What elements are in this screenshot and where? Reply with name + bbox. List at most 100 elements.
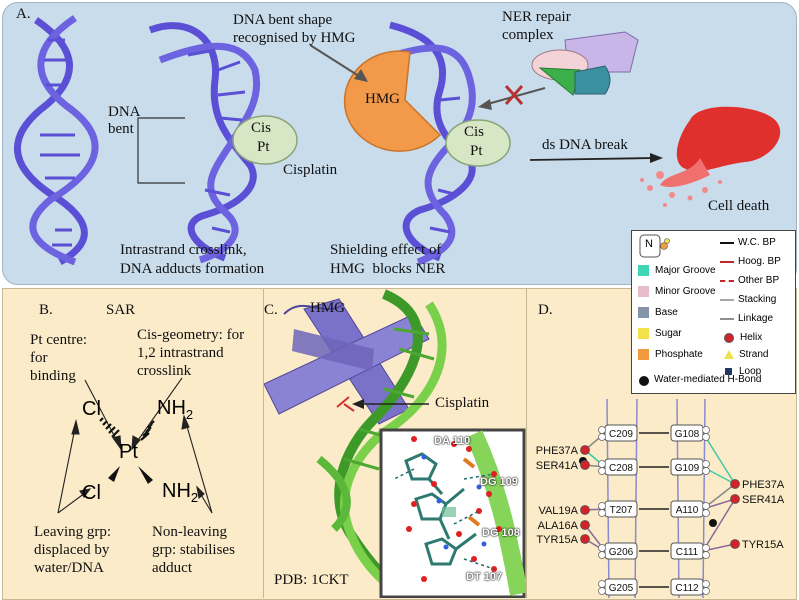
legend-line-item: Stacking — [720, 294, 776, 308]
residue-link — [702, 498, 736, 552]
hmg-label-c: HMG — [310, 300, 346, 316]
legend-fill-label: Sugar — [655, 328, 682, 339]
residue-label-left: TYR15A — [536, 534, 578, 546]
legend-line-item: W.C. BP — [720, 237, 776, 251]
nh-top-sub: 2 — [185, 407, 194, 422]
nucleotide-phosphate — [702, 580, 710, 588]
residue-label-right: PHE37A — [742, 479, 785, 491]
legend-swatch — [638, 328, 649, 339]
nucleotide-node — [604, 500, 638, 518]
inset-structure — [393, 430, 526, 596]
hmg-recognised-label: DNA bent shape recognised by HMG — [233, 12, 356, 46]
legend-swatch — [638, 349, 649, 360]
nucleotide-sugar — [702, 433, 710, 441]
intrastrand-label: Intrastrand crosslink, DNA adducts forma… — [120, 242, 265, 277]
nucleotide-phosphate — [702, 502, 710, 510]
nucleotide-node — [670, 578, 704, 596]
inset-label-da110: DA 110 — [434, 435, 471, 447]
hmg-protein — [343, 50, 442, 152]
nucleotide-label: C208 — [609, 463, 633, 474]
hmg-label-a: HMG — [365, 91, 401, 107]
residue-label-left: ALA16A — [538, 520, 579, 532]
dna-rungs-2 — [187, 48, 246, 234]
legend-fill-label: Phosphate — [655, 349, 703, 360]
nucleotide-node — [604, 578, 638, 596]
water-bond-dot — [709, 519, 717, 527]
legend-line-item: Hoog. BP — [720, 256, 781, 270]
nucleotide-label: G109 — [675, 463, 700, 474]
residue-label-right: SER41A — [742, 494, 785, 506]
residue-helix-marker — [580, 520, 590, 530]
legend-line-label: Other BP — [738, 275, 780, 286]
nucleotide-node — [604, 424, 638, 442]
residue-helix-marker — [580, 460, 590, 470]
nucleotide-label: C112 — [675, 583, 699, 594]
divider-b-c — [263, 288, 264, 598]
nucleotide-sugar — [702, 587, 710, 595]
residue-helix-marker — [730, 539, 740, 549]
legend-marker-square — [725, 368, 732, 375]
legend-fill-item: Sugar — [638, 328, 682, 344]
legend-marker-item: Helix — [724, 332, 762, 346]
nucleotide-phosphate — [702, 460, 710, 468]
nucleotide-node — [604, 458, 638, 476]
water-bond-marker — [639, 376, 649, 386]
nucleotide-phosphate — [598, 460, 606, 468]
legend-marker-label: Strand — [739, 349, 769, 360]
legend-line-sample — [720, 260, 734, 263]
panel-c-graphics — [264, 289, 526, 598]
legend-line-label: Stacking — [738, 294, 777, 305]
residue-helix-marker — [730, 479, 740, 489]
nucleotide-sugar — [598, 509, 606, 517]
legend-line-item: Other BP — [720, 275, 779, 289]
leaving-group-label: Leaving grp: displaced by water/DNA — [34, 524, 112, 576]
nucleotide-label: T207 — [610, 505, 633, 516]
panel-b-label: B. — [39, 302, 53, 318]
nucleotide-node — [670, 458, 704, 476]
pt-label-1: Pt — [257, 139, 270, 155]
cl-top-atom: Cl — [82, 398, 101, 420]
legend-node-letter: N — [645, 238, 653, 250]
shielding-label: Shielding effect of HMG blocks NER — [330, 242, 446, 277]
pt-label-2: Pt — [470, 143, 483, 159]
divider-c-d — [526, 288, 527, 598]
legend-line-item: Linkage — [720, 313, 773, 327]
legend-marker-triangle — [724, 350, 734, 359]
cis-pt-ellipse-1 — [232, 115, 298, 165]
legend-line-label: Linkage — [738, 313, 774, 324]
residue-helix-marker — [580, 534, 590, 544]
dna-green-helix — [316, 289, 447, 598]
legend-graphics — [639, 234, 670, 258]
nucleotide-node — [670, 542, 704, 560]
nucleotide-phosphate — [702, 426, 710, 434]
nucleotide-label: A110 — [676, 505, 699, 516]
nh-bottom-text: NH — [162, 480, 191, 502]
legend-fill-item: Base — [638, 307, 678, 323]
legend-marker-item: Strand — [724, 349, 768, 363]
panel-d-label: D. — [538, 302, 553, 318]
legend-fill-item: Minor Groove — [638, 286, 716, 302]
panel-c-label: C. — [264, 302, 278, 318]
nucleotide-sugar — [702, 551, 710, 559]
nucleotide-sugar — [598, 467, 606, 475]
cisplatin-bonds — [99, 417, 155, 484]
cl-bottom-atom: Cl — [82, 482, 101, 504]
nh2-bottom-group: NH2 — [162, 480, 198, 505]
cell-death-splash — [640, 106, 781, 207]
panel-b-graphics — [57, 377, 213, 514]
legend-line-sample — [720, 298, 734, 301]
nucleotide-label: G108 — [675, 429, 700, 440]
panel-d-graphics: C209C208T207G206G205G108G109A110C111C112… — [536, 398, 785, 598]
nucleotide-sugar — [598, 551, 606, 559]
ner-complex-label: NER repair complex — [502, 9, 571, 43]
dna-bent-label: DNA bent — [108, 104, 141, 137]
residue-label-left: SER41A — [536, 460, 579, 472]
nh-bottom-sub: 2 — [190, 490, 199, 505]
dna-green-rungs — [343, 327, 435, 471]
residue-link — [702, 432, 736, 485]
legend-fill-label: Minor Groove — [655, 286, 716, 297]
panel-a-label: A. — [16, 6, 31, 22]
residue-label-left: PHE37A — [536, 445, 579, 457]
nucleotide-phosphate — [598, 544, 606, 552]
legend-line-label: Hoog. BP — [738, 256, 781, 267]
